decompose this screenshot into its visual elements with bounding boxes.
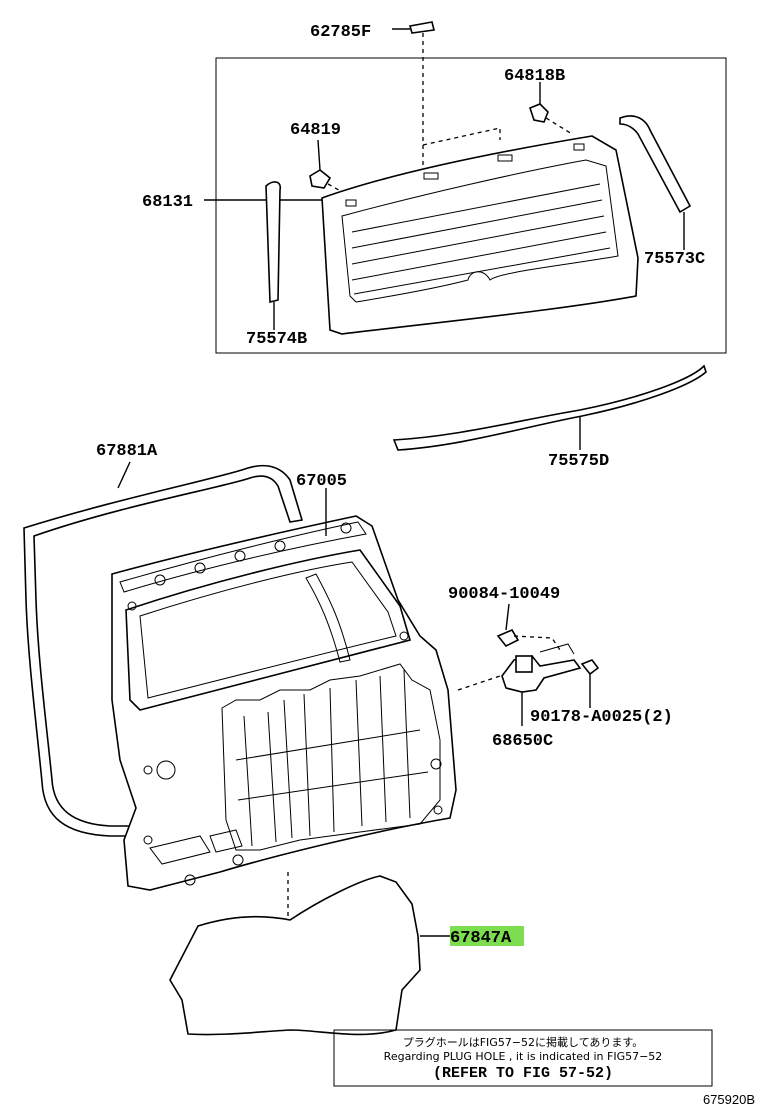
label-67881A[interactable]: 67881A	[96, 442, 158, 461]
note-reference-link[interactable]: (REFER TO FIG 57-52)	[433, 1065, 613, 1082]
part-67881A-weatherstrip[interactable]	[23, 464, 304, 837]
part-64818B-clip[interactable]	[529, 82, 549, 123]
part-67005-back-door[interactable]	[111, 515, 457, 891]
diagram-code: 675920B	[703, 1092, 755, 1107]
label-67847A[interactable]: 67847A	[450, 929, 512, 948]
part-68650C-door-lock[interactable]	[501, 643, 582, 693]
part-75574B-molding[interactable]	[265, 181, 282, 304]
part-90178-A0025-nut[interactable]	[580, 659, 600, 676]
label-75574B[interactable]: 75574B	[246, 330, 307, 349]
label-68650C[interactable]: 68650C	[492, 732, 553, 751]
label-75575D[interactable]: 75575D	[548, 452, 609, 471]
part-64819-clip[interactable]	[309, 139, 332, 189]
note-box	[333, 1029, 713, 1087]
label-67005[interactable]: 67005	[296, 472, 347, 491]
note-english: Regarding PLUG HOLE , it is indicated in…	[384, 1050, 663, 1063]
part-67847A-trim-board[interactable]	[169, 875, 421, 1036]
part-90084-10049-screw[interactable]	[496, 628, 520, 648]
note-japanese: プラグホールはFIG57−52に掲載してあります。	[403, 1035, 644, 1049]
label-62785F[interactable]: 62785F	[310, 23, 371, 42]
part-75573C-molding[interactable]	[619, 115, 692, 214]
label-90178-A0025[interactable]: 90178-A0025(2)	[530, 708, 673, 727]
label-90084-10049[interactable]: 90084-10049	[448, 585, 560, 604]
part-68131-back-glass[interactable]	[321, 135, 639, 335]
highlight-67847A	[450, 926, 524, 946]
label-64818B[interactable]: 64818B	[504, 67, 565, 86]
part-75575D-molding[interactable]	[392, 364, 707, 451]
glass-group-frame	[215, 57, 727, 354]
label-75573C[interactable]: 75573C	[644, 250, 705, 269]
part-62785F-clip[interactable]	[392, 21, 435, 34]
label-68131[interactable]: 68131	[142, 193, 193, 212]
leader-62785F-branch	[422, 127, 501, 146]
label-64819[interactable]: 64819	[290, 121, 341, 140]
